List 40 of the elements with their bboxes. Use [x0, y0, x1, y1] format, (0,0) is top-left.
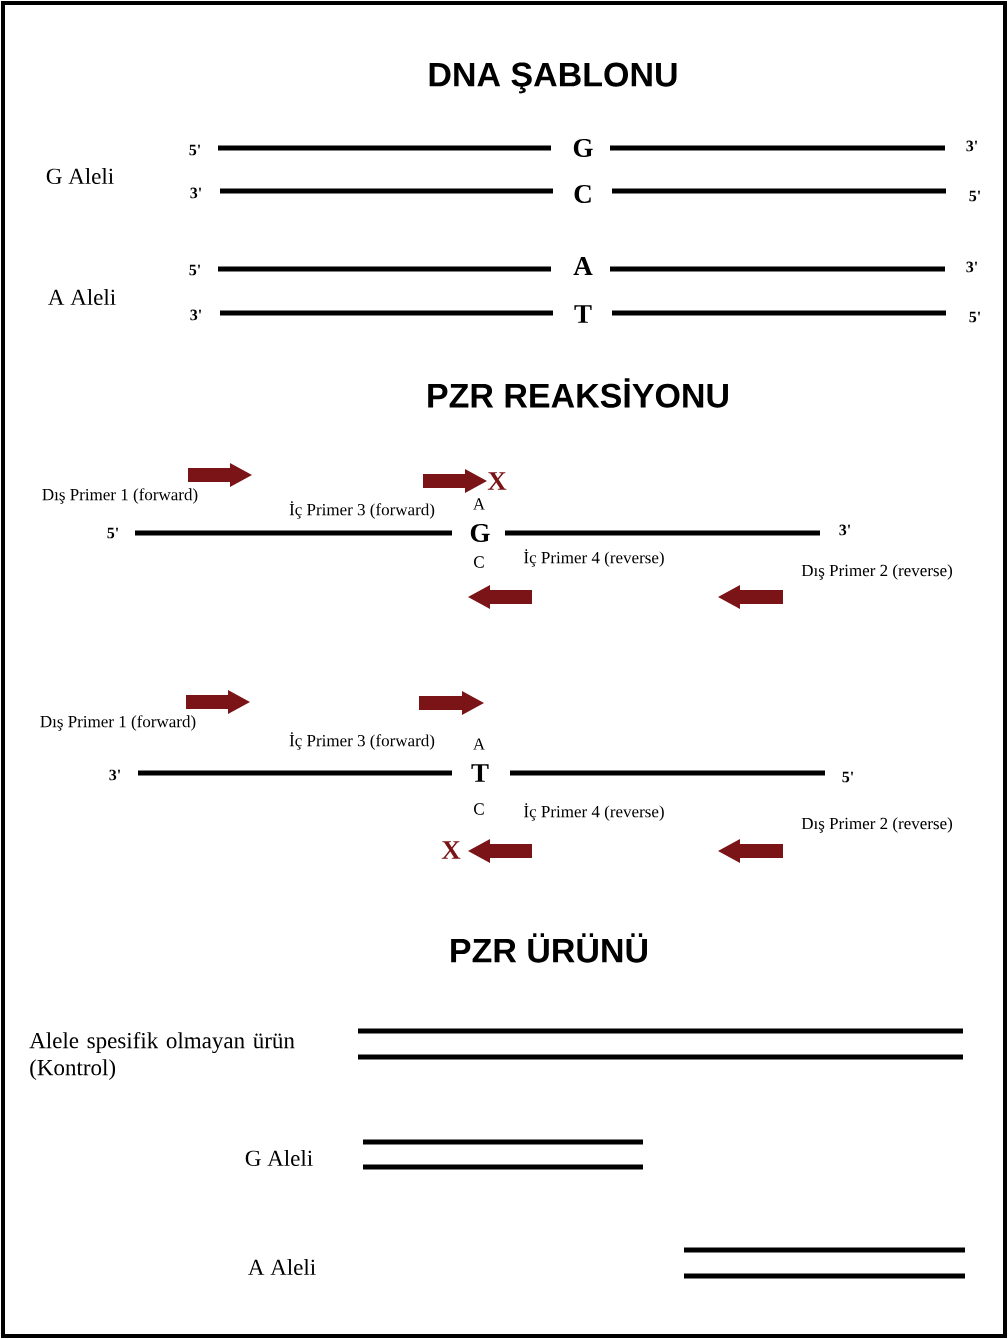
strand-end-label: 5': [189, 144, 200, 156]
strand-end-label: 5': [107, 527, 118, 539]
base-letter: C: [574, 184, 591, 204]
primer-label: Dış Primer 1 (forward): [40, 715, 196, 731]
strand-end-label: 3': [966, 261, 977, 273]
strand-end-label: 3': [839, 524, 850, 536]
section-heading: DNA ŞABLONU: [429, 62, 677, 94]
strand-end-label: 3': [966, 140, 977, 152]
allele-label: A Aleli: [48, 288, 116, 306]
section-heading: PZR ÜRÜNÜ: [451, 933, 647, 963]
primer-label: Dış Primer 1 (forward): [42, 488, 198, 504]
allele-label: G Aleli: [245, 1149, 313, 1167]
base-letter: T: [471, 764, 489, 782]
base-letter: A: [473, 498, 485, 510]
base-letter: T: [574, 305, 592, 323]
primer-label: İç Primer 3 (forward): [289, 732, 435, 750]
section-heading: PZR REAKSİYONU: [428, 378, 728, 408]
primer-label: İç Primer 4 (reverse): [524, 803, 664, 821]
base-letter: C: [474, 556, 484, 568]
base-letter: G: [470, 523, 490, 543]
primer-label: İç Primer 4 (reverse): [524, 549, 664, 567]
product-label: Alele spesifik olmayan ürün (Kontrol): [29, 1031, 295, 1081]
primer-label: Dış Primer 2 (reverse): [801, 564, 952, 580]
strand-end-label: 3': [109, 769, 120, 781]
base-letter: G: [573, 138, 593, 158]
allele-label: A Aleli: [248, 1258, 316, 1276]
strand-end-label: 3': [190, 309, 201, 321]
strand-end-label: 5': [189, 264, 200, 276]
mismatch-mark: X: [487, 472, 507, 490]
primer-label: Dış Primer 2 (reverse): [801, 817, 952, 833]
primer-label: İç Primer 3 (forward): [289, 501, 435, 519]
strand-end-label: 5': [842, 771, 853, 783]
base-letter: A: [473, 738, 485, 750]
base-letter: A: [573, 257, 593, 275]
base-letter: C: [474, 803, 484, 815]
strand-end-label: 3': [190, 187, 201, 199]
strand-end-label: 5': [969, 311, 980, 323]
mismatch-mark: X: [441, 841, 461, 859]
strand-end-label: 5': [969, 190, 980, 202]
allele-label: G Aleli: [46, 167, 114, 185]
